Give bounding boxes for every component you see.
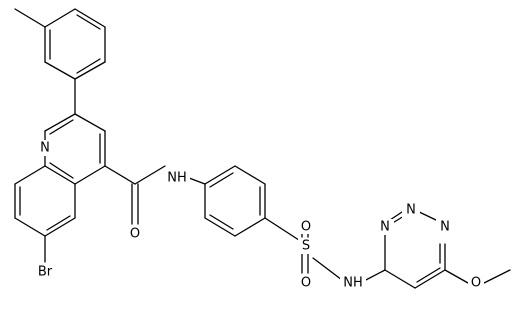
atom-bromine: Br [38, 265, 53, 280]
bond-layer [14, 8, 511, 289]
pyrimidine-right-n: N [436, 219, 454, 235]
atom-pyrimidine-n-left: N [380, 220, 390, 235]
atom-labels: N Br NH O S O O NH N N O [32, 140, 484, 291]
atom-amide-nh: NH [167, 171, 187, 186]
atom-pyrimidine-n-right: N [440, 220, 450, 235]
atom-sulfur: S [302, 239, 310, 254]
atom-sulfonyl-oxygen-bottom: O [301, 276, 311, 291]
atom-pyrimidine-n-top: N [406, 203, 416, 218]
atom-methoxy-oxygen: O [471, 276, 481, 291]
atom-carbonyl-oxygen: O [130, 227, 140, 242]
atom-n-quinoline: N [40, 141, 50, 156]
atom-sulfonyl-oxygen-top: O [301, 220, 311, 235]
atom-sulfonamide-nh: NH [343, 276, 363, 291]
